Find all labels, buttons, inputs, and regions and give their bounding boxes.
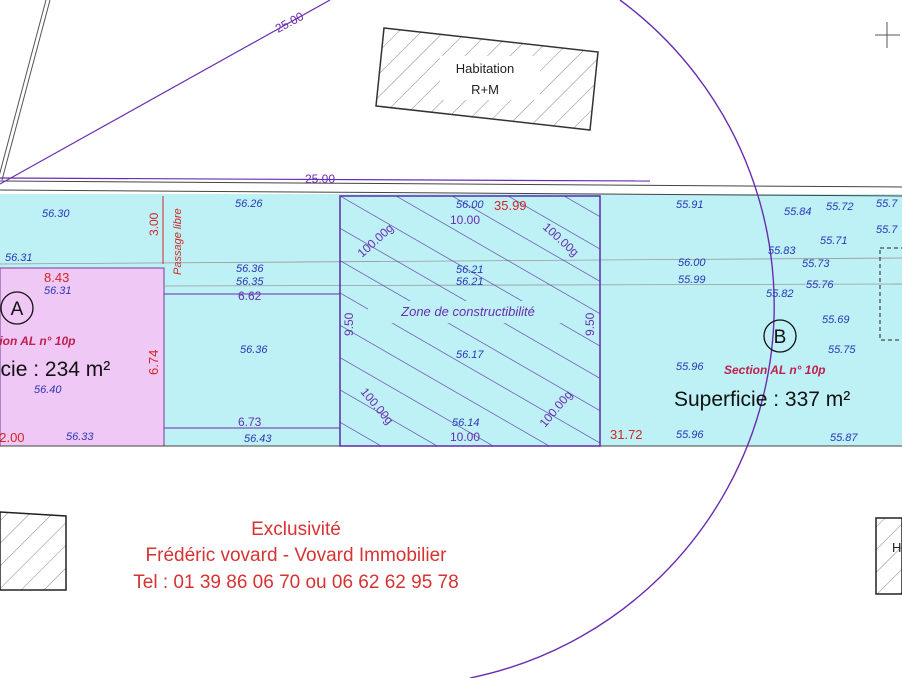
level-label: 55.99: [678, 274, 706, 286]
level-label: 56.36: [236, 263, 264, 275]
level-label: 55.84: [784, 206, 812, 218]
passage-width: 3.00: [147, 212, 161, 236]
building-top-label-bg: [440, 56, 540, 100]
level-label: 55.71: [820, 235, 848, 247]
level-label: 56.31: [44, 285, 72, 297]
level-label: 55.82: [766, 288, 794, 300]
offset-bottom-label: 6.73: [238, 415, 262, 429]
dim-a-top: 8.43: [44, 270, 69, 285]
zone-width-bottom: 10.00: [450, 430, 480, 444]
dist-red-bottom: 31.72: [610, 427, 643, 442]
lot-b-section: Section AL n° 10p: [724, 363, 825, 377]
building-top-label-1: Habitation: [456, 61, 515, 76]
lot-b-badge: [763, 319, 797, 353]
level-label: 56.40: [34, 384, 62, 396]
dim-diagonal-label: 25.00: [273, 9, 306, 36]
level-label: 56.21: [456, 264, 484, 276]
level-label: 56.43: [244, 433, 272, 445]
level-label: 55.72: [826, 201, 854, 213]
lot-a-area: Superficie : 234 m²: [0, 358, 110, 381]
lot-a-letter: A: [11, 299, 24, 320]
level-label: 56.36: [240, 344, 268, 356]
level-label: 56.21: [456, 276, 484, 288]
lot-b-area: Superficie : 337 m²: [674, 388, 850, 411]
passage-label: Passage libre: [172, 208, 184, 275]
contact-exclusivity: Exclusivité: [251, 519, 341, 540]
building-top-label-2: R+M: [471, 82, 499, 97]
zone-label-bg: [368, 301, 568, 323]
level-label: 55.7: [876, 224, 898, 236]
building-bottom-right: [875, 517, 902, 595]
lot-a-area: [0, 267, 165, 447]
level-label: 56.35: [236, 276, 264, 288]
level-label: 55.91: [676, 199, 704, 211]
dim-line-diagonal: [0, 0, 331, 185]
zone-width-top: 10.00: [450, 213, 480, 227]
contact-agency: Frédéric vovard - Vovard Immobilier: [146, 545, 448, 566]
dim-a-side: 6.74: [146, 350, 161, 375]
level-label: 56.17: [456, 349, 484, 361]
lot-a-section: Section AL n° 10p: [0, 334, 75, 348]
level-label: 56.00: [456, 199, 484, 211]
zone-height-left: 9.50: [342, 312, 356, 336]
level-label: 56.26: [235, 198, 263, 210]
level-label: 55.73: [802, 258, 830, 270]
level-label: 55.76: [806, 279, 834, 291]
zone-label: Zone de constructibilité: [400, 304, 535, 319]
dim-top-label: 25.00: [305, 172, 335, 186]
dim-line-top: [0, 177, 651, 182]
level-label: 55.7: [876, 198, 898, 210]
level-label: 55.96: [676, 429, 704, 441]
offset-top-label: 6.62: [238, 289, 262, 303]
level-label: 56.00: [678, 257, 706, 269]
dim-a-bottom: 12.00: [0, 430, 25, 445]
lot-b-letter: B: [774, 327, 787, 348]
building-bottom-left: [0, 511, 67, 591]
level-label: 56.33: [66, 431, 94, 443]
fence-left-a: [1, 0, 51, 181]
level-label: 55.75: [828, 344, 856, 356]
zone-height-right: 9.50: [583, 312, 597, 336]
radius-arc: [469, 0, 775, 678]
road-line-top: [0, 180, 902, 188]
dist-red-top: 35.99: [494, 198, 527, 213]
level-label: 55.69: [822, 314, 850, 326]
lot-a-badge: [0, 291, 34, 325]
contact-phone: Tel : 01 39 86 06 70 ou 06 62 62 95 78: [133, 572, 458, 593]
level-label: 56.30: [42, 208, 70, 220]
level-label: 56.31: [5, 252, 33, 264]
level-label: 55.87: [830, 432, 858, 444]
building-right-outline: [879, 247, 902, 341]
level-label: 55.83: [768, 245, 796, 257]
level-label: 56.14: [452, 417, 480, 429]
building-right-label: H: [892, 540, 901, 555]
road-line-mid: [0, 189, 902, 197]
level-label: 55.96: [676, 361, 704, 373]
fence-left-b: [0, 0, 47, 175]
